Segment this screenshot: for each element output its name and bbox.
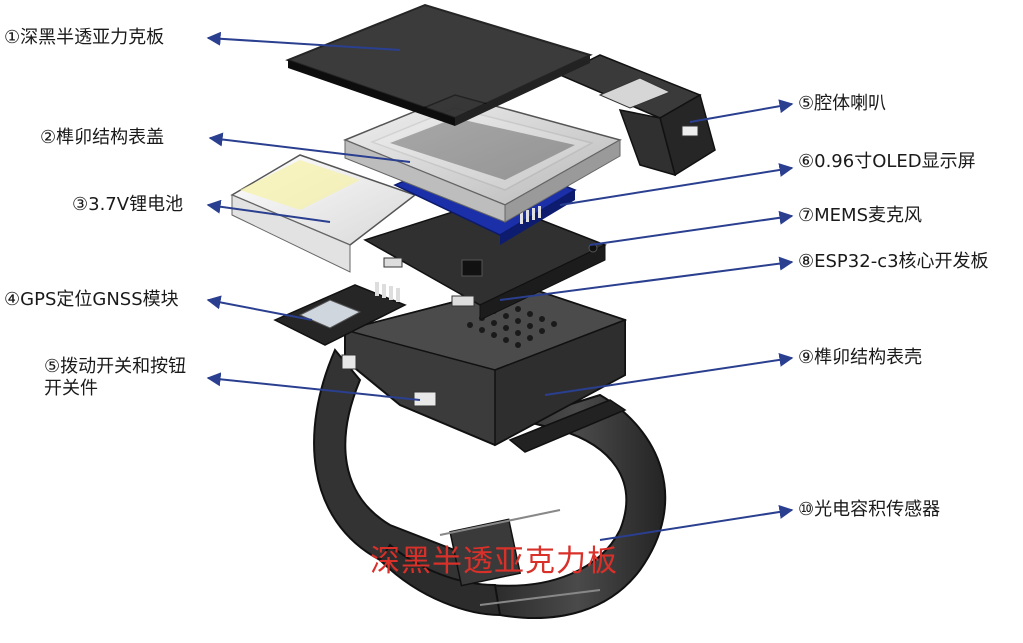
leader-arrows bbox=[206, 31, 794, 541]
label-speaker: ⑤腔体喇叭 bbox=[798, 93, 887, 114]
label-gnss-module: ④GPS定位GNSS模块 bbox=[4, 289, 179, 310]
label-acrylic-panel: ①深黑半透亚力克板 bbox=[4, 27, 165, 48]
label-frame-cover: ②榫卯结构表盖 bbox=[40, 127, 165, 148]
arrow-10 bbox=[599, 505, 794, 541]
arrow-5a bbox=[206, 372, 421, 401]
arrow-4 bbox=[206, 295, 313, 321]
watch-strap bbox=[313, 348, 667, 619]
gnss-module bbox=[273, 282, 407, 346]
acrylic-panel bbox=[285, 3, 593, 126]
arrow-6 bbox=[559, 163, 794, 206]
speaker-cavity bbox=[558, 54, 716, 177]
label-ppg-sensor: ⑩光电容积传感器 bbox=[798, 499, 941, 520]
label-case: ⑨榫卯结构表壳 bbox=[798, 347, 923, 368]
label-oled: ⑥0.96寸OLED显示屏 bbox=[798, 151, 976, 172]
arrow-1 bbox=[206, 31, 401, 51]
arrow-3 bbox=[206, 199, 331, 223]
label-esp32: ⑧ESP32-c3核心开发板 bbox=[798, 251, 989, 272]
esp32-board bbox=[363, 199, 607, 321]
label-switches: ⑤拨动开关和按钮开关件 bbox=[44, 356, 187, 399]
label-microphone: ⑦MEMS麦克风 bbox=[798, 205, 922, 226]
arrow-9 bbox=[544, 352, 794, 396]
battery bbox=[230, 154, 417, 273]
arrow-2 bbox=[208, 132, 411, 163]
label-battery: ③3.7V锂电池 bbox=[72, 194, 184, 215]
arrow-7 bbox=[589, 210, 794, 246]
arrow-5b bbox=[689, 99, 794, 123]
caption-overlay: 深黑半透亚克力板 bbox=[370, 544, 618, 579]
frame-cover bbox=[343, 94, 622, 223]
arrow-8 bbox=[499, 256, 794, 301]
